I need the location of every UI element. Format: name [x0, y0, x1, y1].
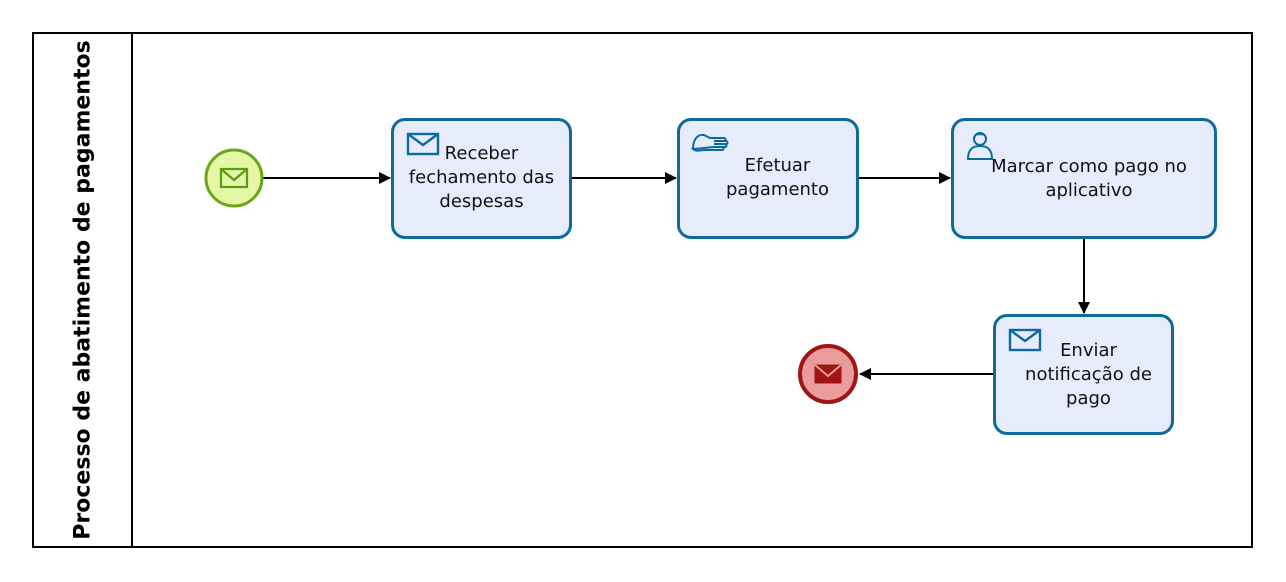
- start-event[interactable]: [204, 148, 264, 208]
- task-label: Enviar notificação de pago: [1025, 340, 1152, 409]
- envelope-icon: [1008, 328, 1042, 352]
- task-label: Receber fechamento das despesas: [408, 143, 555, 212]
- envelope-icon: [406, 132, 440, 156]
- task-label: Efetuar pagamento: [726, 155, 829, 200]
- pool-header: Processo de abatimento de pagamentos: [34, 34, 133, 546]
- hand-icon: [690, 133, 729, 152]
- filled-envelope-icon: [814, 364, 842, 384]
- user-icon: [966, 132, 994, 160]
- end-event[interactable]: [798, 344, 858, 404]
- task-efetuar-pagamento[interactable]: Efetuar pagamento: [677, 118, 859, 239]
- task-receber-fechamento[interactable]: Receber fechamento das despesas: [391, 118, 572, 239]
- envelope-icon: [219, 167, 249, 189]
- task-label: Marcar como pago no aplicativo: [991, 156, 1187, 201]
- pool: Processo de abatimento de pagamentos: [32, 32, 1253, 548]
- task-marcar-como-pago[interactable]: Marcar como pago no aplicativo: [951, 118, 1217, 239]
- task-enviar-notificacao[interactable]: Enviar notificação de pago: [993, 314, 1174, 435]
